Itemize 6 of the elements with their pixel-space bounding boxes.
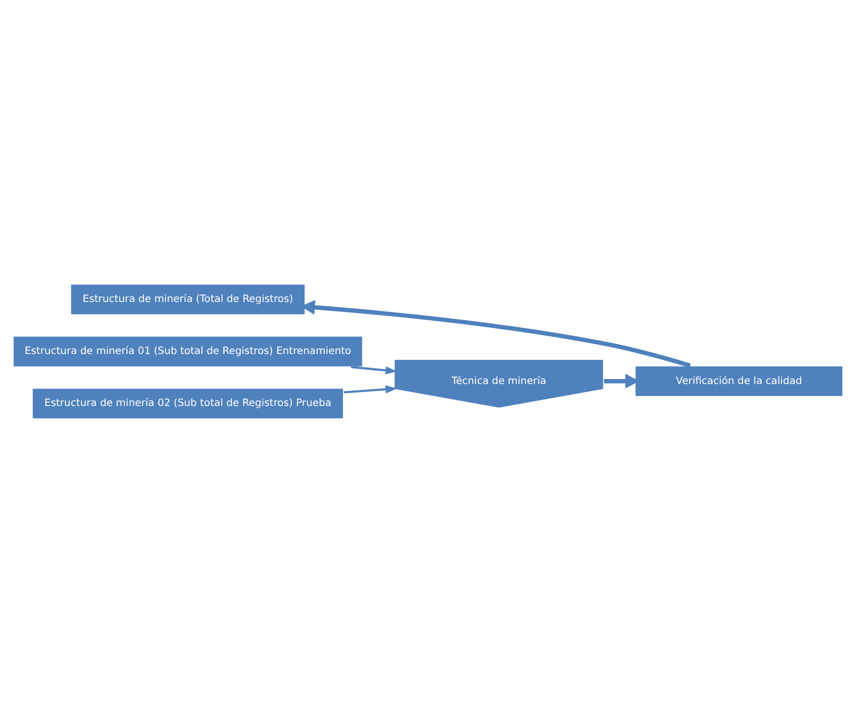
arrow: [350, 365, 398, 374]
arrow: [344, 384, 398, 393]
node-box: Estructura de minería 01 (Sub total de Registros) Entrenamiento: [12, 334, 364, 368]
node-box: Estructura de minería 02 (Sub total de Registros) Prueba: [31, 386, 344, 420]
node-box: Estructura de minería (Total de Registros): [70, 282, 306, 316]
node-box: Verificación de la calidad: [634, 364, 844, 397]
